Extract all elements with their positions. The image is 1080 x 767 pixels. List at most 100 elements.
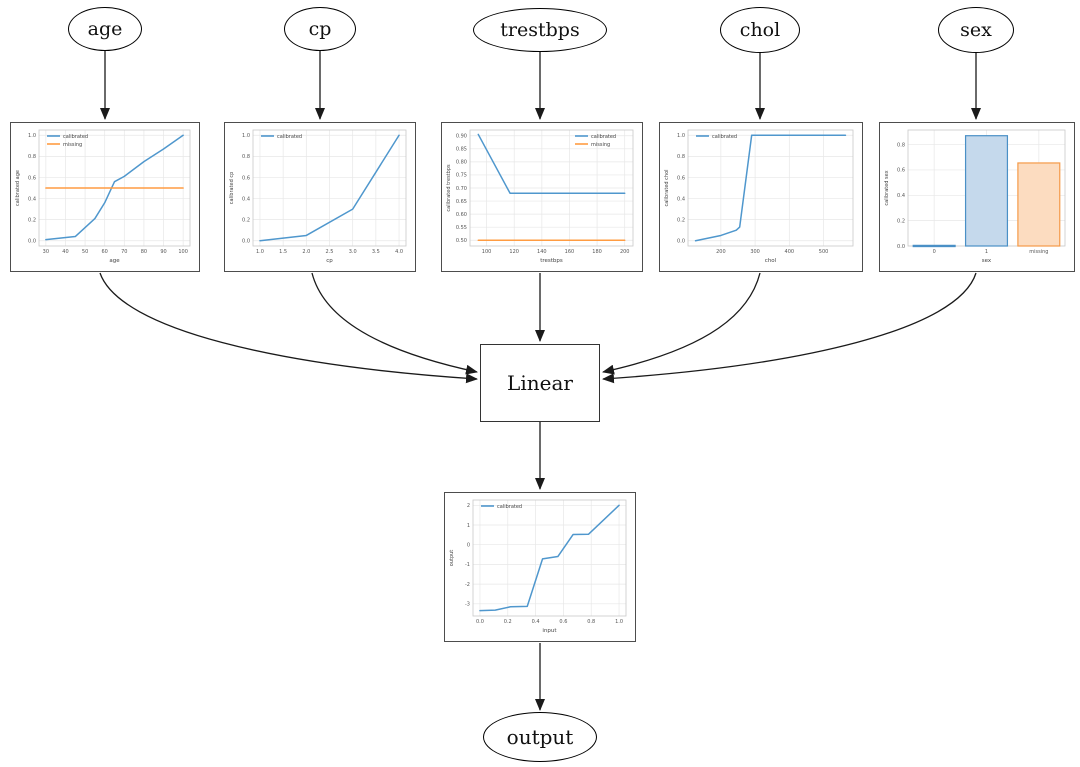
x-tick-label: 40	[62, 249, 68, 255]
x-axis-label: age	[109, 258, 120, 264]
x-tick-label: 300	[750, 249, 760, 255]
y-tick-label: 0.4	[897, 193, 905, 199]
y-axis-label: calibrated cp	[229, 172, 235, 205]
x-tick-label: 1.0	[256, 249, 264, 255]
x-tick-label: 2.5	[326, 249, 334, 255]
y-tick-label: -1	[465, 562, 470, 568]
x-tick-label: 80	[141, 249, 147, 255]
y-tick-label: 0.8	[897, 142, 905, 148]
x-tick-label: 100	[178, 249, 188, 255]
y-tick-label: -2	[465, 582, 470, 588]
axes-frame	[472, 499, 627, 617]
bar-1	[964, 135, 1009, 247]
x-tick-label: 140	[537, 249, 547, 255]
node-linear-label: Linear	[507, 371, 573, 395]
y-tick-label: 0.0	[677, 239, 685, 245]
y-tick-label: 0.55	[456, 225, 467, 231]
y-tick-label: 1.0	[677, 133, 685, 139]
x-tick-label: 3.5	[372, 249, 380, 255]
y-tick-label: 0.6	[242, 175, 250, 181]
x-tick-label: 200	[620, 249, 630, 255]
node-age-label: age	[87, 18, 123, 40]
y-axis-label: calibrated trestbps	[446, 164, 452, 212]
x-tick-label: 100	[482, 249, 492, 255]
y-tick-label: 0.2	[28, 217, 36, 223]
y-tick-label: 0.65	[456, 199, 467, 205]
x-axis-label: input	[542, 628, 557, 634]
x-tick-label: 0.4	[532, 619, 540, 625]
x-tick-label: 1	[985, 249, 988, 255]
y-tick-label: 1.0	[28, 133, 36, 139]
x-tick-label: missing	[1029, 249, 1048, 255]
node-chol: chol	[720, 7, 800, 53]
series-calibrated	[477, 133, 626, 194]
y-tick-label: 0.2	[897, 218, 905, 224]
x-axis-label: trestbps	[540, 258, 563, 264]
y-tick-label: 0.75	[456, 173, 467, 179]
y-tick-label: 0.4	[242, 196, 250, 202]
legend-label-calibrated: calibrated	[63, 134, 88, 140]
node-sex-label: sex	[960, 19, 992, 41]
x-axis-label: cp	[326, 258, 333, 264]
x-tick-label: 0.8	[587, 619, 595, 625]
series-calibrated	[259, 134, 400, 242]
node-cp: cp	[284, 7, 356, 51]
y-tick-label: 0.6	[28, 175, 36, 181]
y-tick-label: 0.90	[456, 134, 467, 140]
y-tick-label: 0.50	[456, 238, 467, 244]
y-tick-label: 0.6	[897, 168, 905, 174]
series-calibrated	[479, 504, 620, 612]
y-axis-label: calibrated age	[15, 170, 21, 206]
axes-frame	[469, 129, 634, 247]
node-sex: sex	[938, 7, 1014, 53]
edge-cp-panel-to-linear	[311, 272, 478, 375]
x-tick-label: 90	[160, 249, 166, 255]
series-calibrated	[45, 134, 184, 241]
edge-sex-panel-to-linear	[602, 272, 977, 384]
x-tick-label: 60	[102, 249, 108, 255]
x-tick-label: 1.0	[615, 619, 623, 625]
y-tick-label: 0.8	[28, 154, 36, 160]
legend-label-missing: missing	[591, 142, 610, 148]
x-tick-label: 30	[43, 249, 49, 255]
y-tick-label: 1.0	[242, 133, 250, 139]
legend-label-calibrated: calibrated	[591, 134, 616, 140]
y-tick-label: 0.85	[456, 147, 467, 153]
y-tick-label: 0.2	[242, 217, 250, 223]
y-tick-label: 0.2	[677, 217, 685, 223]
x-tick-label: 180	[592, 249, 602, 255]
x-tick-label: 0.0	[476, 619, 484, 625]
x-axis-label: sex	[982, 258, 992, 264]
y-axis-label: calibrated chol	[664, 169, 670, 206]
x-tick-label: 70	[121, 249, 127, 255]
axes-frame	[252, 129, 407, 247]
y-tick-label: 0.8	[677, 154, 685, 160]
x-tick-label: 0	[933, 249, 936, 255]
y-tick-label: 0.4	[677, 196, 685, 202]
x-tick-label: 120	[509, 249, 519, 255]
edge-chol-panel-to-linear	[602, 272, 761, 375]
x-tick-label: 4.0	[395, 249, 403, 255]
legend-label-calibrated: calibrated	[497, 504, 522, 510]
y-axis-label: calibrated sex	[884, 170, 890, 205]
y-tick-label: 0.4	[28, 196, 36, 202]
node-output-label: output	[506, 725, 574, 749]
legend-label-calibrated: calibrated	[712, 134, 737, 140]
node-chol-label: chol	[739, 19, 781, 41]
axes-frame	[687, 129, 854, 247]
x-axis-label: chol	[765, 258, 777, 264]
node-linear: Linear	[480, 344, 600, 422]
x-tick-label: 1.5	[279, 249, 287, 255]
bar-missing	[1017, 162, 1061, 247]
